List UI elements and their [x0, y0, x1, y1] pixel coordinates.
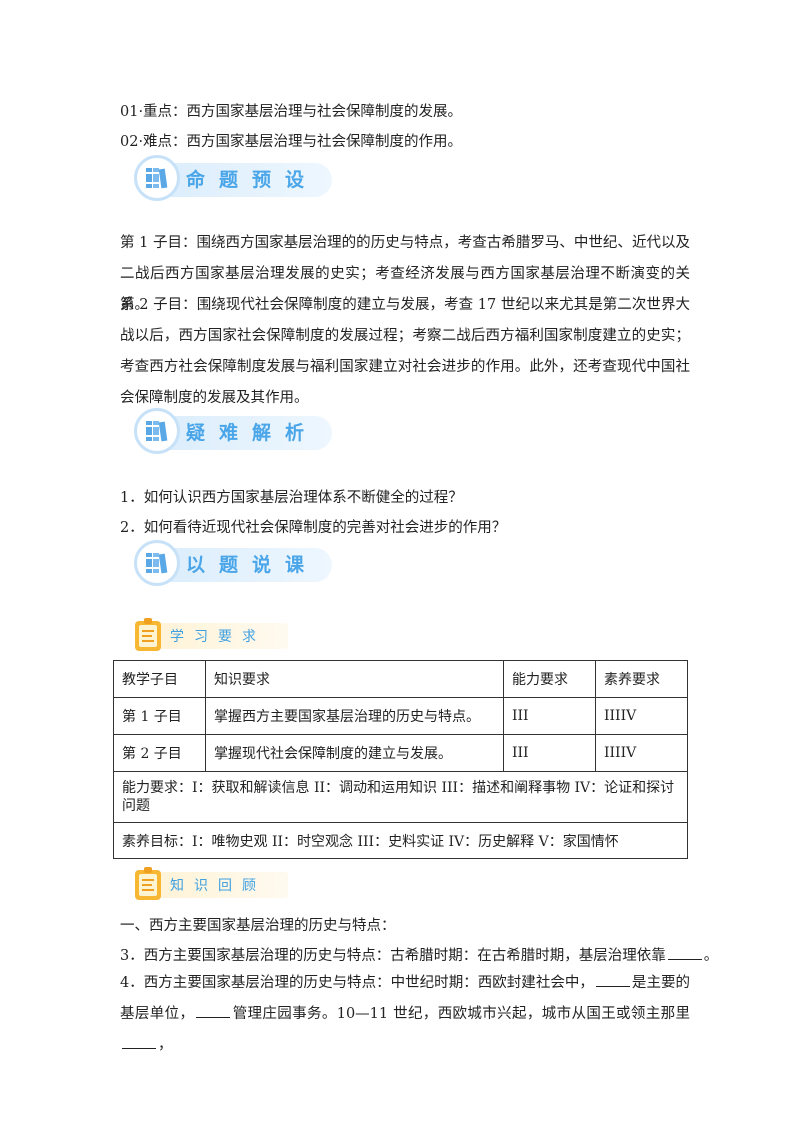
subheader-title: 学习要求 [170, 629, 266, 645]
books-icon [134, 408, 180, 454]
preset-item-1: 第 1 子目：围绕西方国家基层治理的的历史与特点，考查古希腊罗马、中世纪、近代以… [120, 235, 690, 313]
table-cell: IIIIV [595, 697, 688, 735]
banner-lesson: 以题说课 [134, 540, 332, 590]
banner-title: 命题预设 [186, 169, 319, 191]
banner-preset: 命题预设 [134, 155, 332, 205]
table-row: 素养目标：I：唯物史观 II：时空观念 III：史料实证 IV：历史解释 V：家… [113, 822, 688, 859]
ability-note: 能力要求：I：获取和解读信息 II：调动和运用知识 III：描述和阐释事物 IV… [113, 771, 688, 823]
table-cell: 掌握现代社会保障制度的建立与发展。 [205, 734, 504, 772]
fill-blank[interactable] [595, 974, 630, 987]
review-item-4: 4．西方主要国家基层治理的历史与特点：中世纪时期：西欧封建社会中，是主要的基层单… [120, 974, 691, 1053]
subheader-title: 知识回顾 [170, 878, 266, 894]
table-row: 第 1 子目 掌握西方主要国家基层治理的历史与特点。 III IIIIV [113, 697, 688, 735]
analysis-question-2: 2．如何看待近现代社会保障制度的完善对社会进步的作用？ [120, 520, 507, 536]
table-row: 能力要求：I：获取和解读信息 II：调动和运用知识 III：描述和阐释事物 IV… [113, 771, 688, 823]
preset-item-2: 第 2 子目：围绕现代社会保障制度的建立与发展，考查 17 世纪以来尤其是第二次… [120, 297, 690, 406]
banner-analysis: 疑难解析 [134, 408, 332, 458]
table-header-cell: 能力要求 [503, 660, 596, 698]
table-header-cell: 教学子目 [113, 660, 206, 698]
fill-blank[interactable] [122, 1036, 156, 1049]
fill-blank[interactable] [196, 1005, 231, 1018]
banner-title: 疑难解析 [186, 422, 319, 444]
notepad-icon [135, 867, 161, 900]
subheader-review: 知识回顾 [132, 866, 288, 902]
table-cell: 掌握西方主要国家基层治理的历史与特点。 [205, 697, 504, 735]
review-heading: 一、西方主要国家基层治理的历史与特点： [120, 918, 396, 934]
table-cell: 第 1 子目 [113, 697, 206, 735]
table-cell: III [503, 697, 596, 735]
requirements-table: 教学子目 知识要求 能力要求 素养要求 第 1 子目 掌握西方主要国家基层治理的… [113, 660, 688, 859]
fill-blank[interactable] [667, 947, 702, 960]
table-row: 第 2 子目 掌握现代社会保障制度的建立与发展。 III IIIIV [113, 734, 688, 772]
table-header-cell: 素养要求 [595, 660, 688, 698]
books-icon [134, 540, 180, 586]
table-cell: III [503, 734, 596, 772]
review-item-3: 3．西方主要国家基层治理的历史与特点：古希腊时期：在古希腊时期，基层治理依靠。 [120, 947, 719, 964]
key-point: 01·重点：西方国家基层治理与社会保障制度的发展。 [120, 104, 463, 120]
analysis-question-1: 1．如何认识西方国家基层治理体系不断健全的过程？ [120, 490, 463, 506]
difficult-point: 02·难点：西方国家基层治理与社会保障制度的作用。 [120, 134, 463, 150]
literacy-note: 素养目标：I：唯物史观 II：时空观念 III：史料实证 IV：历史解释 V：家… [113, 822, 688, 859]
table-header-cell: 知识要求 [205, 660, 504, 698]
subheader-requirements: 学习要求 [132, 617, 288, 653]
table-cell: 第 2 子目 [113, 734, 206, 772]
table-header-row: 教学子目 知识要求 能力要求 素养要求 [113, 660, 688, 698]
table-cell: IIIIV [595, 734, 688, 772]
books-icon [134, 155, 180, 201]
notepad-icon [135, 618, 161, 651]
banner-title: 以题说课 [186, 554, 319, 576]
